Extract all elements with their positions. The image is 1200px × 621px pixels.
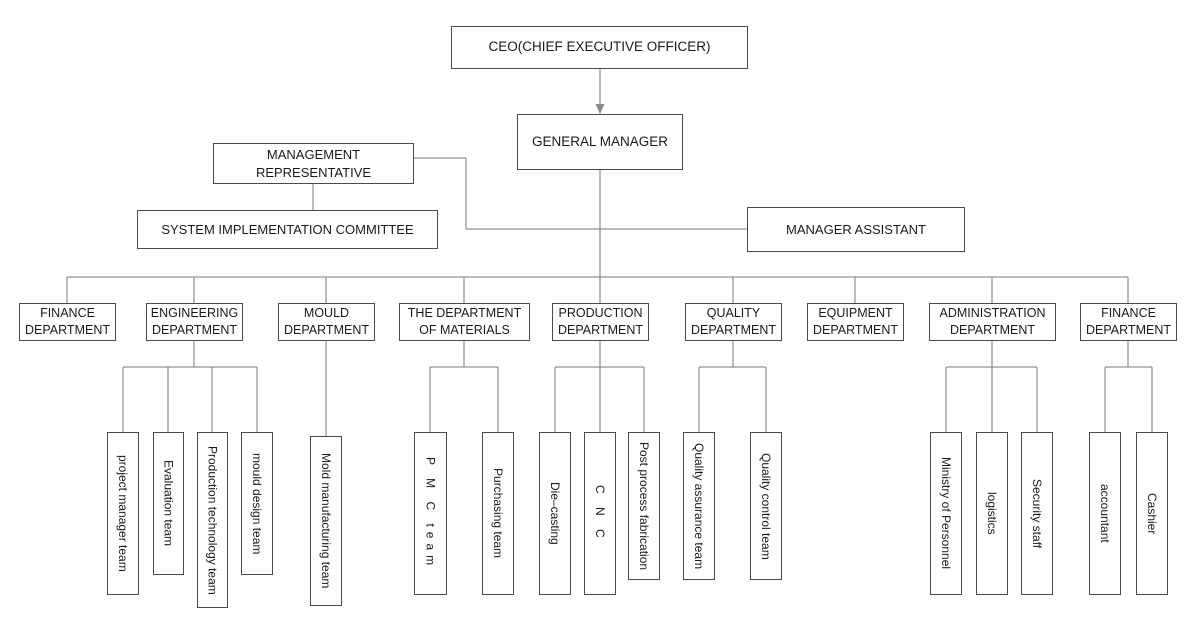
node-department-production[interactable]: PRODUCTION DEPARTMENT bbox=[552, 303, 649, 341]
node-department-mould[interactable]: MOULD DEPARTMENT bbox=[278, 303, 375, 341]
node-team-cashier-label: Cashier bbox=[1145, 492, 1160, 535]
node-team-die-casting-label: Die–casting bbox=[548, 482, 563, 545]
node-team-cnc-label: C N C bbox=[593, 484, 608, 543]
node-department-quality-label: QUALITY DEPARTMENT bbox=[691, 306, 776, 337]
node-team-project-manager-team[interactable]: project manager team bbox=[107, 432, 139, 595]
node-team-post-process-fabrication[interactable]: Post process fabrication bbox=[628, 432, 660, 580]
node-team-quality-assurance-team[interactable]: Quality assurance team bbox=[683, 432, 715, 580]
node-management-representative[interactable]: MANAGEMENT REPRESENTATIVE bbox=[213, 143, 414, 184]
node-general-manager-label: GENERAL MANAGER bbox=[531, 133, 669, 149]
node-team-project-manager-team-label: project manager team bbox=[116, 455, 131, 572]
arrowhead-ceo-to-gm bbox=[595, 104, 605, 114]
node-management-representative-label: MANAGEMENT REPRESENTATIVE bbox=[255, 146, 372, 180]
node-team-purchasing-team[interactable]: Purchasing team bbox=[482, 432, 514, 595]
node-team-purchasing-team-label: Purchasing team bbox=[491, 468, 506, 559]
node-team-accountant-label: accountant bbox=[1098, 484, 1113, 543]
node-department-mould-label: MOULD DEPARTMENT bbox=[284, 306, 369, 337]
node-system-implementation-committee[interactable]: SYSTEM IMPLEMENTATION COMMITTEE bbox=[137, 210, 438, 249]
node-team-pmc-team[interactable]: P M C team bbox=[414, 432, 447, 595]
node-team-logistics[interactable]: logistics bbox=[976, 432, 1008, 595]
node-department-finance-right[interactable]: FINANCE DEPARTMENT bbox=[1080, 303, 1177, 341]
node-ceo[interactable]: CEO(CHIEF EXECUTIVE OFFICER) bbox=[451, 26, 748, 69]
node-team-quality-control-team[interactable]: Quality control team bbox=[750, 432, 782, 580]
node-department-equipment[interactable]: EQUIPMENT DEPARTMENT bbox=[807, 303, 904, 341]
node-department-materials-label: THE DEPARTMENT OF MATERIALS bbox=[407, 306, 522, 337]
node-team-cashier[interactable]: Cashier bbox=[1136, 432, 1168, 595]
node-team-ministry-of-personnel-label: Ministry of Personnel bbox=[939, 457, 954, 570]
node-team-mould-design-team[interactable]: mould design team bbox=[241, 432, 273, 575]
node-system-implementation-committee-label: SYSTEM IMPLEMENTATION COMMITTEE bbox=[161, 221, 414, 237]
node-team-quality-assurance-team-label: Quality assurance team bbox=[692, 442, 707, 570]
node-team-production-technology-team-label: Production technology team bbox=[205, 445, 220, 595]
node-ceo-label: CEO(CHIEF EXECUTIVE OFFICER) bbox=[488, 39, 711, 55]
node-team-pmc-team-label: P M C team bbox=[423, 456, 438, 571]
node-team-post-process-fabrication-label: Post process fabrication bbox=[637, 441, 652, 571]
node-department-production-label: PRODUCTION DEPARTMENT bbox=[558, 306, 643, 337]
node-manager-assistant[interactable]: MANAGER ASSISTANT bbox=[747, 207, 965, 252]
node-department-equipment-label: EQUIPMENT DEPARTMENT bbox=[813, 306, 898, 337]
node-general-manager[interactable]: GENERAL MANAGER bbox=[517, 114, 683, 170]
node-department-administration[interactable]: ADMINISTRATION DEPARTMENT bbox=[929, 303, 1056, 341]
node-team-security-staff[interactable]: Security staff bbox=[1021, 432, 1053, 595]
node-department-engineering-label: ENGINEERING DEPARTMENT bbox=[150, 306, 239, 337]
node-team-mold-manufacturing-team[interactable]: Mold manufacturing team bbox=[310, 436, 342, 606]
node-team-mould-design-team-label: mould design team bbox=[250, 452, 265, 555]
node-team-production-technology-team[interactable]: Production technology team bbox=[197, 432, 228, 608]
node-team-cnc[interactable]: C N C bbox=[584, 432, 616, 595]
node-manager-assistant-label: MANAGER ASSISTANT bbox=[786, 221, 926, 237]
node-team-die-casting[interactable]: Die–casting bbox=[539, 432, 571, 595]
node-department-administration-label: ADMINISTRATION DEPARTMENT bbox=[939, 306, 1046, 337]
node-team-evaluation-team[interactable]: Evaluation team bbox=[153, 432, 184, 575]
node-department-finance-left[interactable]: FINANCE DEPARTMENT bbox=[19, 303, 116, 341]
node-department-finance-right-label: FINANCE DEPARTMENT bbox=[1086, 306, 1171, 337]
node-department-engineering[interactable]: ENGINEERING DEPARTMENT bbox=[146, 303, 243, 341]
node-department-materials[interactable]: THE DEPARTMENT OF MATERIALS bbox=[399, 303, 530, 341]
node-team-logistics-label: logistics bbox=[985, 492, 1000, 535]
node-department-finance-left-label: FINANCE DEPARTMENT bbox=[25, 306, 110, 337]
node-team-quality-control-team-label: Quality control team bbox=[759, 452, 774, 560]
node-department-quality[interactable]: QUALITY DEPARTMENT bbox=[685, 303, 782, 341]
node-team-evaluation-team-label: Evaluation team bbox=[161, 460, 176, 547]
node-team-accountant[interactable]: accountant bbox=[1089, 432, 1121, 595]
node-team-mold-manufacturing-team-label: Mold manufacturing team bbox=[319, 453, 334, 589]
node-team-security-staff-label: Security staff bbox=[1030, 478, 1045, 549]
node-team-ministry-of-personnel[interactable]: Ministry of Personnel bbox=[930, 432, 962, 595]
